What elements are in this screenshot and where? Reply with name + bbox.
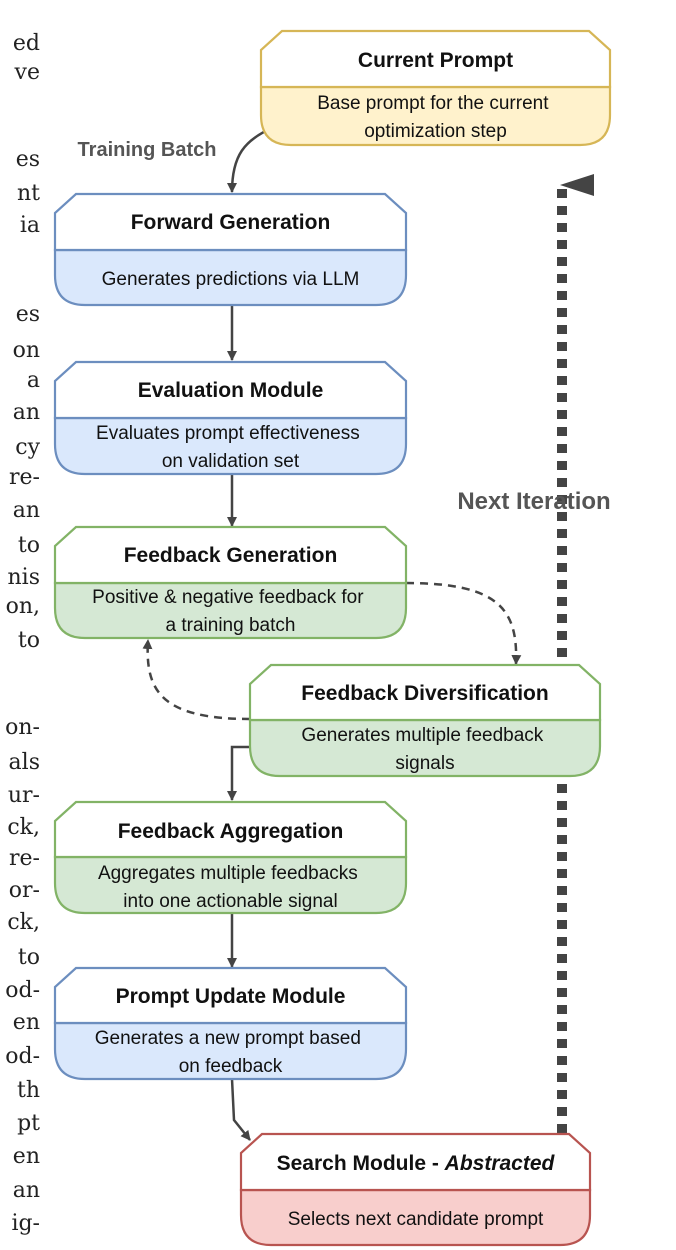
edge-feedback-generation-to-diversification xyxy=(405,581,522,665)
node-feedback-generation: Feedback Generation Positive & negative … xyxy=(53,525,408,640)
page-edge-fragment: on, xyxy=(5,594,40,619)
page-edge-fragment: ed xyxy=(12,31,40,56)
page-edge-fragment: ck, xyxy=(7,815,40,840)
page-edge-fragment: es xyxy=(15,302,40,327)
edge-diversification-to-aggregation xyxy=(227,745,250,801)
page-edge-fragment: re- xyxy=(9,465,40,490)
edge-label-training-batch: Training Batch xyxy=(78,139,217,161)
page-edge-fragment: ve xyxy=(14,60,40,85)
page-edge-fragment: ur- xyxy=(7,783,40,808)
page-edge-fragment: to xyxy=(17,945,40,970)
page-edge-fragment: an xyxy=(12,400,40,425)
page-edge-fragment: on- xyxy=(5,715,40,740)
page-edge-fragment: cy xyxy=(15,435,40,460)
node-description: Positive & negative feedback for a train… xyxy=(92,587,369,636)
page-edge-fragment: od- xyxy=(5,1044,40,1069)
node-description: Generates predictions via LLM xyxy=(102,269,360,290)
page-edge-fragment: or- xyxy=(8,878,40,903)
node-description: Generates multiple feedback signals xyxy=(301,725,548,774)
page-edge-fragment: an xyxy=(12,498,40,523)
node-title: Forward Generation xyxy=(131,211,331,234)
node-title: Feedback Aggregation xyxy=(118,820,344,843)
edge-diversification-to-feedback-generation xyxy=(142,639,251,721)
node-search-module: Search Module - Abstracted Selects next … xyxy=(239,1132,592,1247)
node-prompt-update-module: Prompt Update Module Generates a new pro… xyxy=(53,966,408,1081)
node-feedback-aggregation: Feedback Aggregation Aggregates multiple… xyxy=(53,800,408,915)
page-edge-fragment: to xyxy=(17,628,40,653)
node-description: Selects next candidate prompt xyxy=(288,1209,544,1230)
node-title: Evaluation Module xyxy=(138,379,324,402)
page-edge-fragment: nis xyxy=(7,565,41,590)
page-edge-fragment: on xyxy=(12,338,40,363)
background-paper-text: ed ve es nt ia es on a an cy re-an to nis on, to on-als… xyxy=(0,0,40,1250)
node-description: Evaluates prompt effectiveness on valida… xyxy=(96,423,365,472)
edge-label-next-iteration: Next Iteration xyxy=(457,488,610,515)
page-edge-fragment: ck, xyxy=(7,910,40,935)
node-evaluation-module: Evaluation Module Evaluates prompt effec… xyxy=(53,360,408,476)
node-title: Feedback Diversification xyxy=(301,682,548,705)
page-edge-fragment: ia xyxy=(19,213,40,238)
page-edge-fragment: ig- xyxy=(11,1211,40,1236)
page-edge-fragment: es xyxy=(15,147,40,172)
node-title: Prompt Update Module xyxy=(116,985,346,1008)
page-edge-fragment: en xyxy=(12,1144,40,1169)
edge-current-to-forward xyxy=(227,126,273,193)
page-edge-fragment: an xyxy=(12,1178,40,1203)
page-edge-fragment: nt xyxy=(16,181,40,206)
page-edge-fragment: en xyxy=(12,1010,40,1035)
page-edge-fragment: a xyxy=(26,368,40,393)
edge-prompt-update-to-search xyxy=(230,1078,251,1141)
page-edge-fragment: od- xyxy=(5,978,40,1003)
node-title: Search Module - Abstracted xyxy=(277,1152,556,1175)
node-description: Base prompt for the current optimization… xyxy=(317,93,554,142)
node-feedback-diversification: Feedback Diversification Generates multi… xyxy=(248,663,602,778)
page-edge-fragment: to xyxy=(17,533,40,558)
node-forward-generation: Forward Generation Generates predictions… xyxy=(53,192,408,307)
page-edge-fragment: th xyxy=(16,1078,40,1103)
node-description: Aggregates multiple feedbacks into one a… xyxy=(98,863,363,912)
page-edge-fragment: pt xyxy=(17,1111,40,1136)
page-edge-fragment: als xyxy=(8,750,40,775)
page-edge-fragment: re- xyxy=(9,846,40,871)
node-description: Generates a new prompt based on feedback xyxy=(95,1028,366,1077)
node-title: Feedback Generation xyxy=(124,544,338,567)
node-current-prompt: Current Prompt Base prompt for the curre… xyxy=(259,29,612,147)
node-title: Current Prompt xyxy=(358,49,513,72)
